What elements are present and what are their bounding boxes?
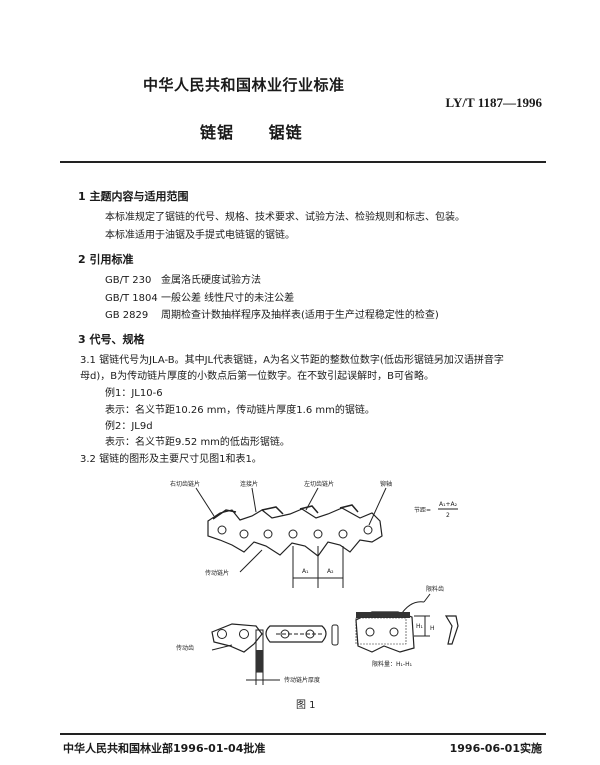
page-title: 链锯 锯链 (200, 123, 303, 142)
section-1-heading: 1 主题内容与适用范围 (78, 190, 189, 203)
rivet (239, 629, 249, 639)
tie-strap-outline (265, 625, 327, 643)
standard-number: LY/T 1187—1996 (445, 95, 542, 110)
leader-line (368, 487, 387, 526)
label-drive-tooth: 传动齿 (176, 644, 194, 652)
chain-body-outline (207, 507, 383, 557)
label-left-cutter: 左切齿链片 (304, 480, 334, 488)
cutter-body (355, 617, 407, 645)
label-drive-thickness: 传动链片厚度 (284, 676, 320, 684)
label-a2: A₂ (327, 568, 334, 575)
example-1-description: 表示：名义节距10.26 mm，传动链片厚度1.6 mm的锯链。 (105, 405, 375, 416)
rivet (313, 529, 323, 539)
rivet (389, 627, 399, 637)
cutter-teeth (212, 504, 359, 520)
reference-item: GB/T 230 金属洛氏硬度试验方法 (105, 274, 261, 287)
figure-caption: 图 1 (296, 699, 316, 711)
label-pitch-numerator: A₁+A₂ (439, 501, 458, 508)
rivet (338, 529, 348, 539)
drive-link-fill (256, 650, 263, 672)
strap-edge-view (331, 624, 339, 646)
cutter-side-profile (444, 615, 459, 645)
leader-line (423, 593, 431, 603)
label-depth-formula: 限料量：H₁-H₁ (372, 660, 413, 668)
example-2-label: 例2：JL9d (105, 421, 153, 432)
label-rivet: 铆轴 (380, 480, 392, 488)
reference-code: GB/T 1804 (105, 293, 158, 304)
rivet (239, 529, 249, 539)
label-h: H (430, 625, 435, 632)
header-rule (60, 161, 546, 163)
reference-code: GB 2829 (105, 310, 149, 321)
rivet (365, 627, 375, 637)
label-pitch-denominator: 2 (446, 512, 450, 519)
leader-line (211, 644, 233, 651)
section-3-heading: 3 代号、规格 (78, 333, 145, 346)
footer-rule (60, 733, 546, 735)
label-h1: H₁ (416, 623, 424, 630)
label-drive-link: 传动链片 (205, 569, 229, 577)
label-a1: A₁ (302, 568, 309, 575)
leader-line (305, 487, 319, 511)
clause-3-1-line-1: 3.1 锯链代号为JLA-B。其中JL代表锯链，A为名义节距的整数位数字(低齿形… (80, 355, 504, 366)
example-2-description: 表示：名义节距9.52 mm的低齿形锯链。 (105, 437, 290, 448)
label-right-cutter: 右切齿链片 (170, 480, 200, 488)
drive-link-outline (211, 623, 263, 653)
approval-note: 中华人民共和国林业部1996-01-04批准 (63, 742, 266, 755)
label-depth-gauge: 限料齿 (426, 585, 444, 593)
rivet (217, 525, 227, 535)
label-pitch-formula: 节距= (414, 506, 431, 514)
reference-title: 周期检查计数抽样程序及抽样表(适用于生产过程稳定性的检查) (161, 310, 439, 321)
rivet (217, 629, 227, 639)
reference-title: 金属洛氏硬度试验方法 (161, 275, 261, 286)
rivet (363, 525, 373, 535)
clause-3-1-line-2: 母d)，B为传动链片厚度的小数点后第一位数字。在不致引起误解时，B可省略。 (80, 371, 434, 382)
reference-item: GB 2829 周期检查计数抽样程序及抽样表(适用于生产过程稳定性的检查) (105, 309, 439, 322)
cutter-top-plate (356, 612, 410, 618)
section-2-heading: 2 引用标准 (78, 253, 134, 266)
label-tie-strap: 连接片 (240, 480, 258, 488)
clause-3-2: 3.2 锯链的图形及主要尺寸见图1和表1。 (80, 454, 262, 465)
issuing-organization: 中华人民共和国林业行业标准 (143, 76, 345, 94)
rivet (288, 529, 298, 539)
reference-code: GB/T 230 (105, 275, 152, 286)
leader-line (251, 487, 257, 513)
section-1-paragraph-1: 本标准规定了锯链的代号、规格、技术要求、试验方法、检验规则和标志、包装。 (105, 212, 465, 223)
leader-line (195, 487, 215, 517)
section-1-paragraph-2: 本标准适用于油锯及手提式电链锯的锯链。 (105, 230, 295, 241)
rivet (263, 529, 273, 539)
effective-date: 1996-06-01实施 (449, 742, 542, 755)
leader-line (239, 549, 263, 573)
example-1-label: 例1：JL10-6 (105, 388, 163, 399)
reference-title: 一般公差 线性尺寸的未注公差 (161, 293, 295, 304)
